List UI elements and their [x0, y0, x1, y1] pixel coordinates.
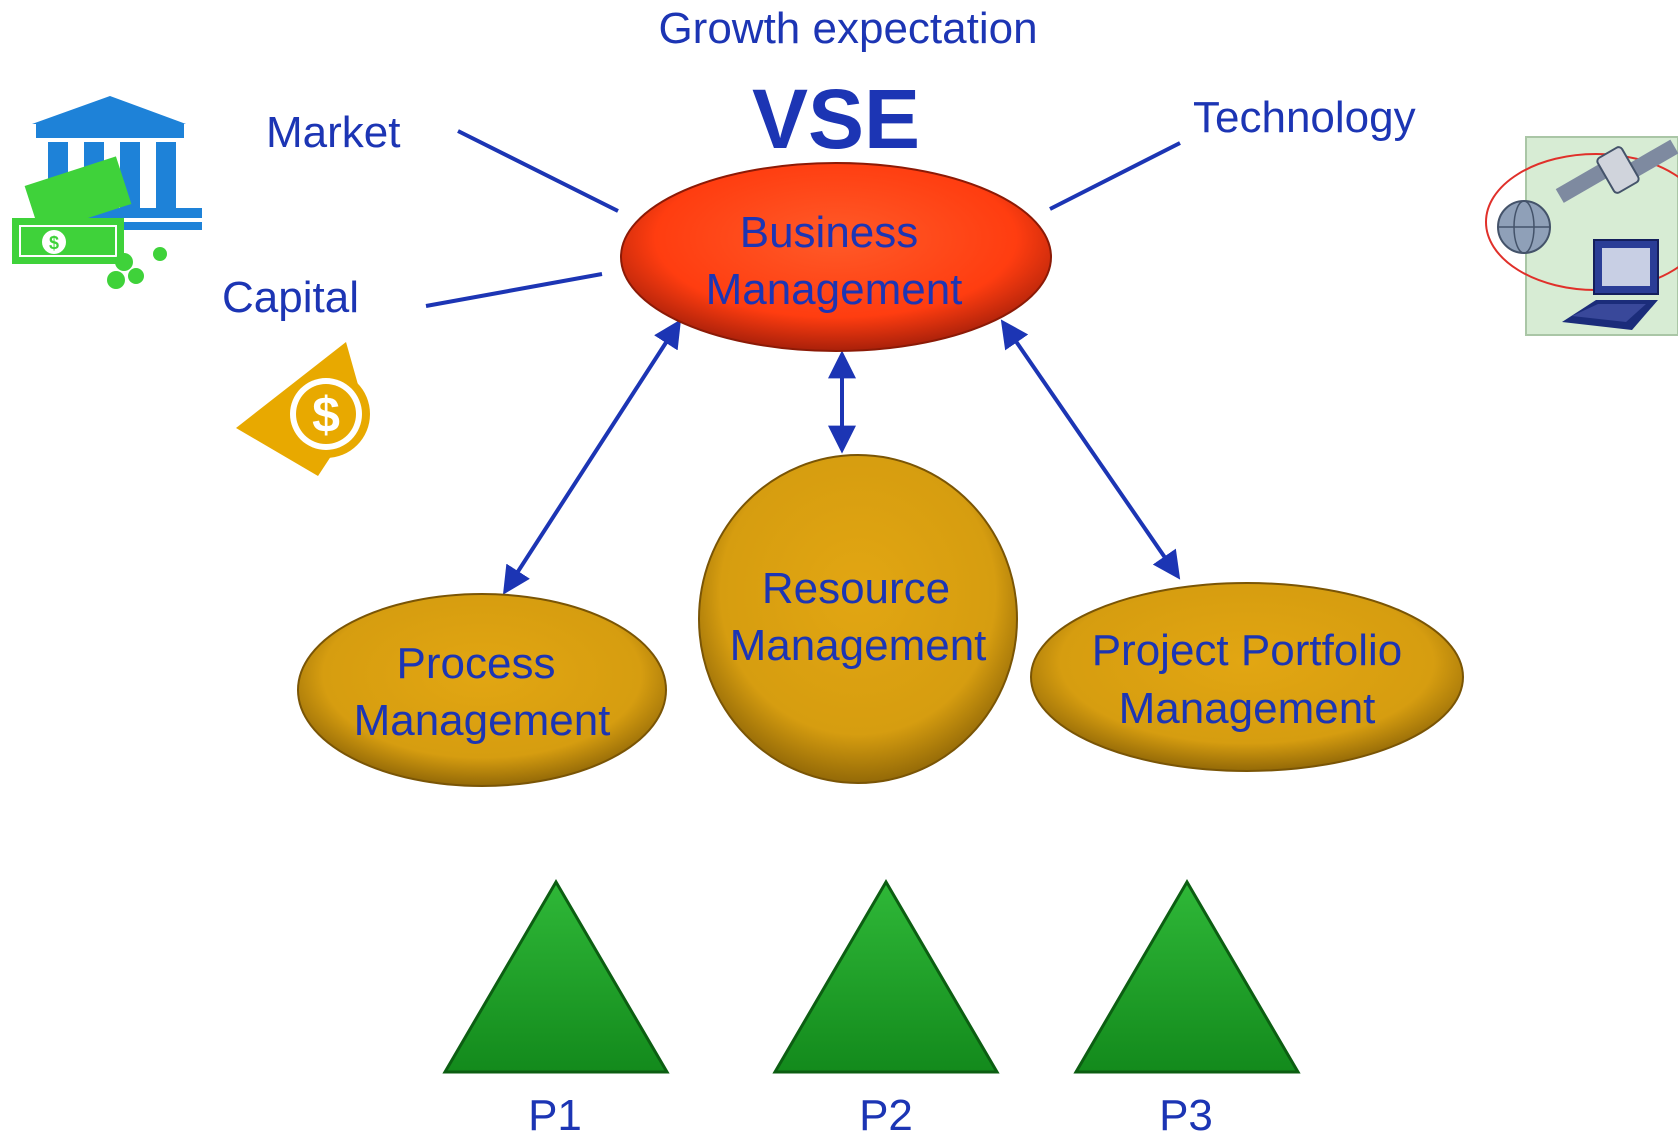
- project-p3-label: P3: [1159, 1091, 1213, 1137]
- market-connector: [457, 129, 619, 213]
- growth-expectation-label: Growth expectation: [658, 4, 1037, 53]
- svg-text:$: $: [312, 387, 340, 443]
- portfolio-business-arrow: [1000, 319, 1181, 580]
- project-p1-label: P1: [528, 1091, 582, 1137]
- project-p1: P1: [442, 879, 670, 1137]
- project-p3: P3: [1073, 879, 1301, 1137]
- project-portfolio-management-line1: Project Portfolio: [1092, 626, 1403, 675]
- resource-management-line1: Resource: [762, 564, 950, 613]
- business-management-node: Business Management: [620, 162, 1052, 352]
- technology-label: Technology: [1193, 93, 1416, 142]
- process-management-line2: Management: [354, 696, 611, 745]
- process-management-line1: Process: [397, 639, 556, 688]
- svg-text:$: $: [49, 233, 59, 253]
- bank-money-icon: $: [12, 96, 202, 289]
- market-label: Market: [266, 108, 400, 157]
- capital-label: Capital: [222, 273, 359, 322]
- capital-connector: [425, 272, 603, 308]
- dollar-coin-icon: $: [236, 342, 370, 476]
- business-management-line1: Business: [740, 208, 919, 257]
- satellite-computer-icon: [1485, 136, 1678, 336]
- process-management-node: Process Management: [297, 593, 667, 787]
- process-business-arrow: [502, 319, 682, 595]
- vse-title: VSE: [752, 72, 920, 166]
- project-p2: P2: [772, 879, 1000, 1137]
- project-p2-label: P2: [859, 1091, 913, 1137]
- resource-management-node: Resource Management: [698, 454, 1018, 784]
- business-management-line2: Management: [706, 265, 963, 314]
- technology-connector: [1049, 141, 1181, 211]
- resource-management-line2: Management: [730, 621, 987, 670]
- project-portfolio-management-line2: Management: [1119, 684, 1376, 733]
- project-portfolio-management-node: Project Portfolio Management: [1030, 582, 1464, 772]
